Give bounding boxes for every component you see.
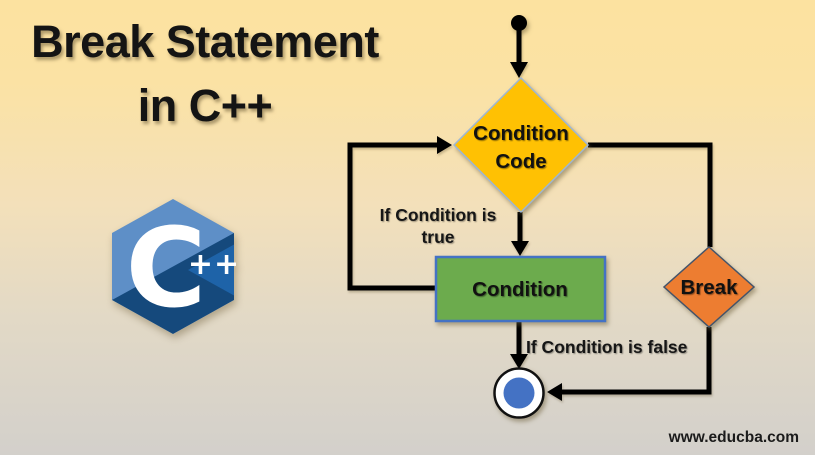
title-line-2: in C++	[137, 80, 273, 131]
condition-code-label-line2: Code	[495, 150, 546, 173]
page-title: Break Statement in C++	[0, 10, 410, 138]
logo-plus-wedge	[188, 240, 234, 300]
connector-condition-code-to-condition	[511, 212, 529, 256]
start-node-dot	[511, 15, 527, 31]
logo-plus-plus: ++	[188, 247, 240, 282]
website-watermark: www.educba.com	[668, 429, 799, 446]
end-node-inner-circle	[503, 377, 535, 409]
break-diamond	[662, 245, 756, 329]
end-node	[493, 367, 545, 419]
connector-condition-code-to-break	[588, 142, 713, 247]
condition-code-diamond	[452, 76, 590, 214]
logo-letter-c: C	[126, 204, 207, 332]
title-line-1: Break Statement	[31, 16, 379, 67]
condition-box	[434, 255, 607, 323]
connector-start-to-condition-code	[510, 28, 528, 78]
if-true-label-line2: true	[421, 227, 454, 247]
if-true-label-line1: If Condition is	[380, 205, 497, 225]
break-label: Break	[681, 276, 739, 299]
connector-break-to-end	[547, 327, 712, 401]
connector-condition-to-end	[510, 322, 528, 369]
connector-loop-back	[347, 136, 452, 291]
logo-hexagon-dark	[112, 233, 234, 334]
condition-code-label-line1: Condition	[473, 122, 569, 145]
if-false-label: If Condition is false	[526, 337, 688, 357]
condition-box-label: Condition	[472, 278, 568, 301]
cpp-logo-icon: C ++	[112, 199, 240, 334]
